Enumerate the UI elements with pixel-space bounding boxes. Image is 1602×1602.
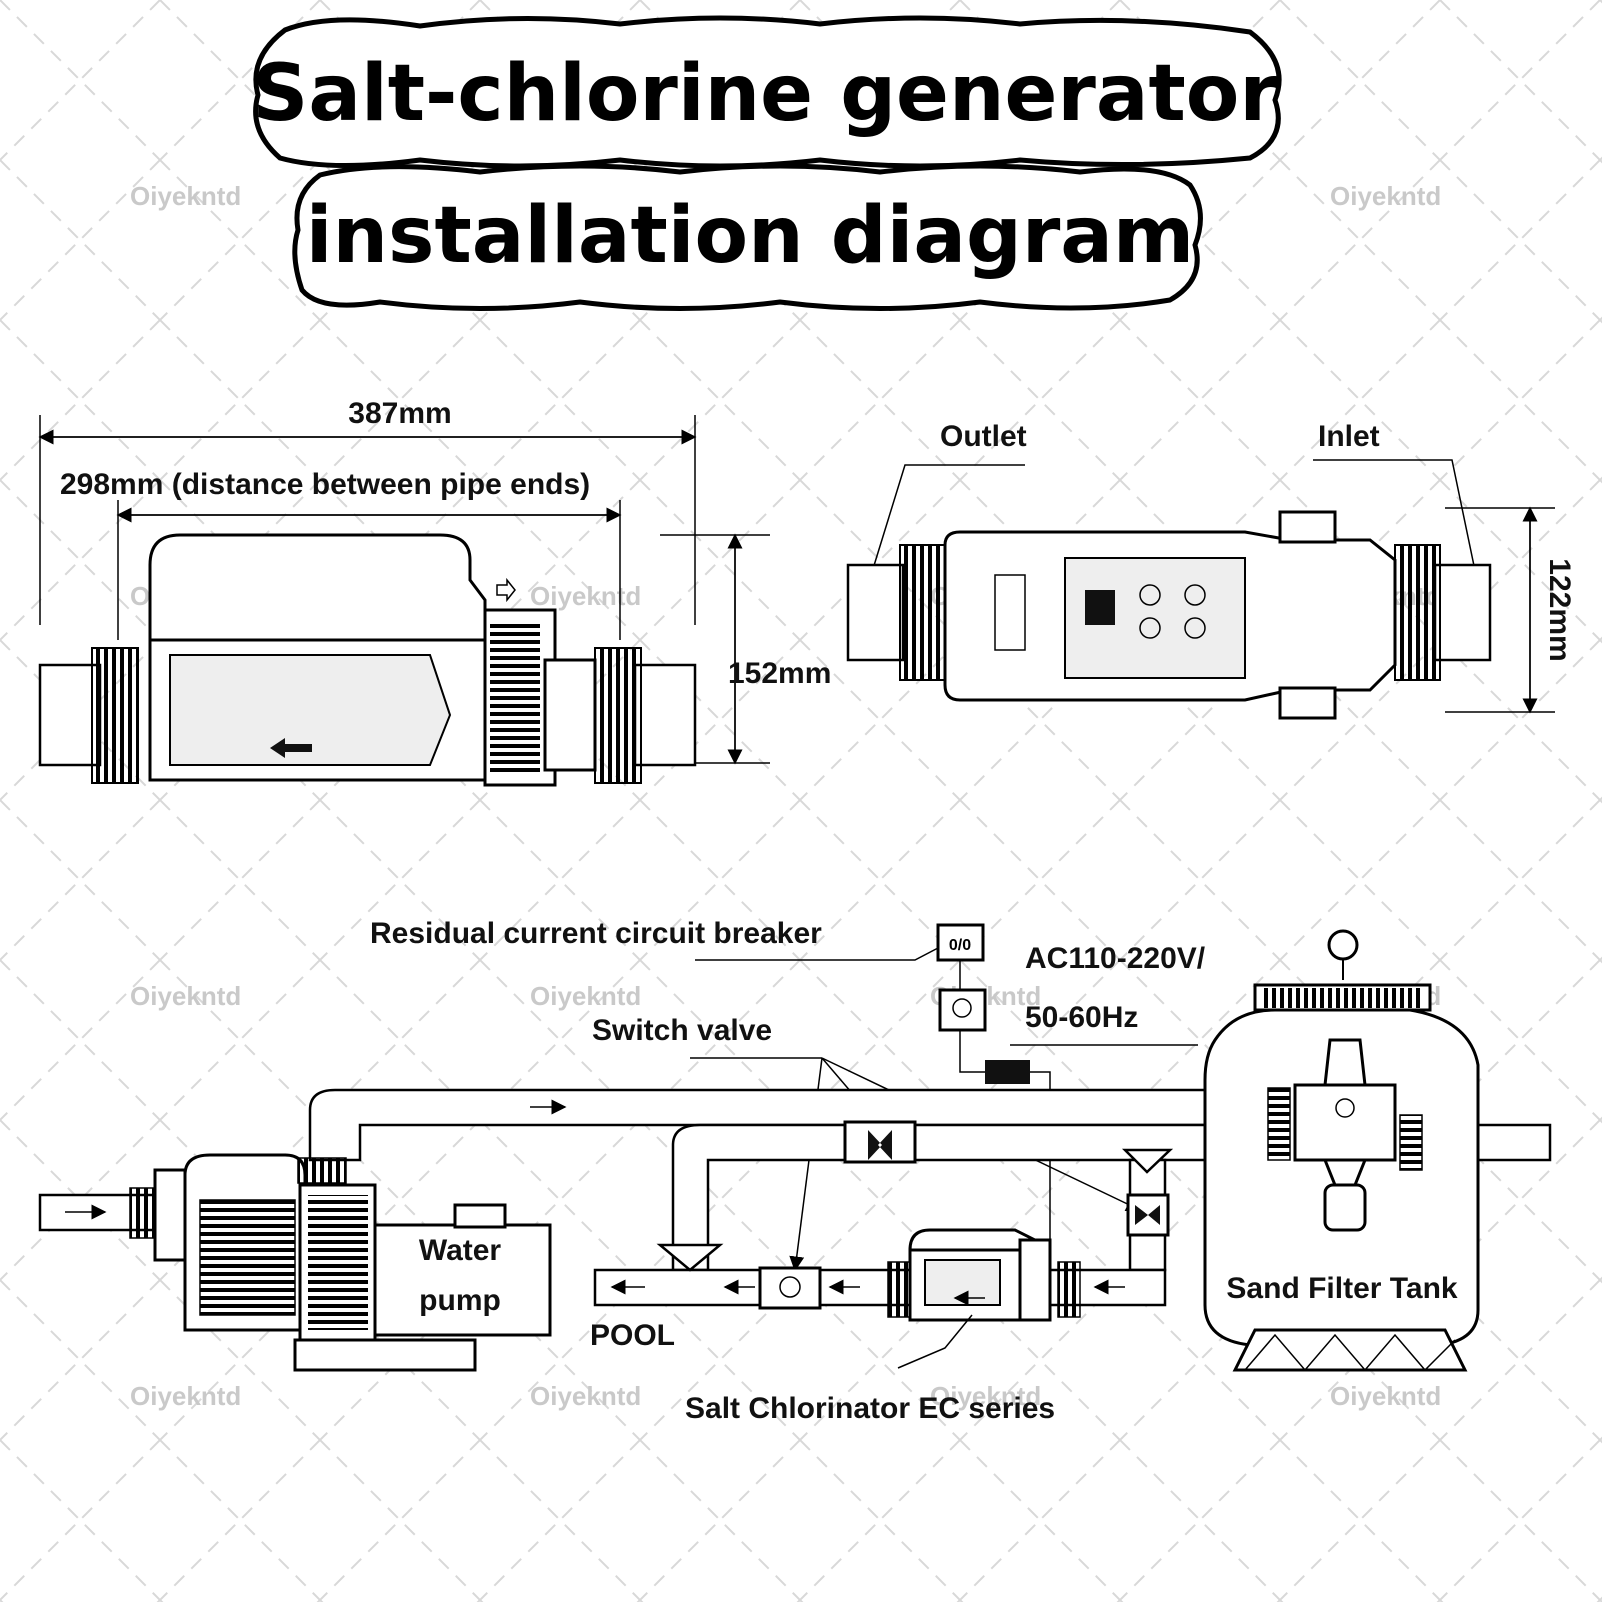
side-view: 387mm 298mm (distance between pipe ends)… xyxy=(38,397,831,787)
breaker-label: Residual current circuit breaker xyxy=(370,917,822,950)
water-pump: Water pump xyxy=(38,1153,552,1372)
pool-label: POOL xyxy=(590,1319,675,1352)
title-block: Salt-chlorine generator installation dia… xyxy=(252,15,1282,311)
watermark: Oiyekntd xyxy=(530,1381,641,1411)
dimension-side-height: 152mm xyxy=(728,657,831,690)
salt-chlorinator xyxy=(887,1228,1081,1322)
pump-label-line-1: Water xyxy=(419,1234,502,1267)
chlorinator-label: Salt Chlorinator EC series xyxy=(685,1392,1055,1425)
installation-schematic: Residual current circuit breaker 0/0 AC1… xyxy=(38,917,1552,1425)
watermark: Oiyekntd xyxy=(1330,181,1441,211)
watermark: Oiyekntd xyxy=(130,1381,241,1411)
title-bubble-1 xyxy=(253,15,1282,169)
breaker-icon xyxy=(936,923,985,962)
inlet-label: Inlet xyxy=(1318,420,1380,453)
title-line-1: Salt-chlorine generator xyxy=(252,49,1278,139)
filter-label: Sand Filter Tank xyxy=(1226,1272,1457,1305)
power-label-line-1: AC110-220V/ xyxy=(1025,942,1206,975)
switch-valve-label: Switch valve xyxy=(592,1014,772,1047)
sand-filter-tank: Sand Filter Tank xyxy=(1203,929,1480,1372)
title-line-2: installation diagram xyxy=(306,191,1194,281)
watermark: Oiyekntd xyxy=(130,181,241,211)
title-bubble-2 xyxy=(292,163,1203,311)
dimension-top-height: 122mm xyxy=(1543,558,1576,661)
pump-label-line-2: pump xyxy=(419,1284,501,1317)
watermark: Oiyekntd xyxy=(530,981,641,1011)
power-label-line-2: 50-60Hz xyxy=(1025,1001,1138,1034)
dimension-pipe-distance: 298mm (distance between pipe ends) xyxy=(60,468,590,501)
top-view: Outlet Inlet 122mm xyxy=(846,420,1576,720)
watermark: Oiyekntd xyxy=(930,1381,1041,1411)
outlet-label: Outlet xyxy=(940,420,1027,453)
outlet-socket-icon xyxy=(938,988,987,1032)
breaker-display: 0/0 xyxy=(949,937,971,954)
watermark: Oiyekntd xyxy=(130,981,241,1011)
watermark: Oiyekntd xyxy=(1330,1381,1441,1411)
watermark: Oiyekntd xyxy=(530,581,641,611)
dimension-overall-length: 387mm xyxy=(348,397,451,430)
